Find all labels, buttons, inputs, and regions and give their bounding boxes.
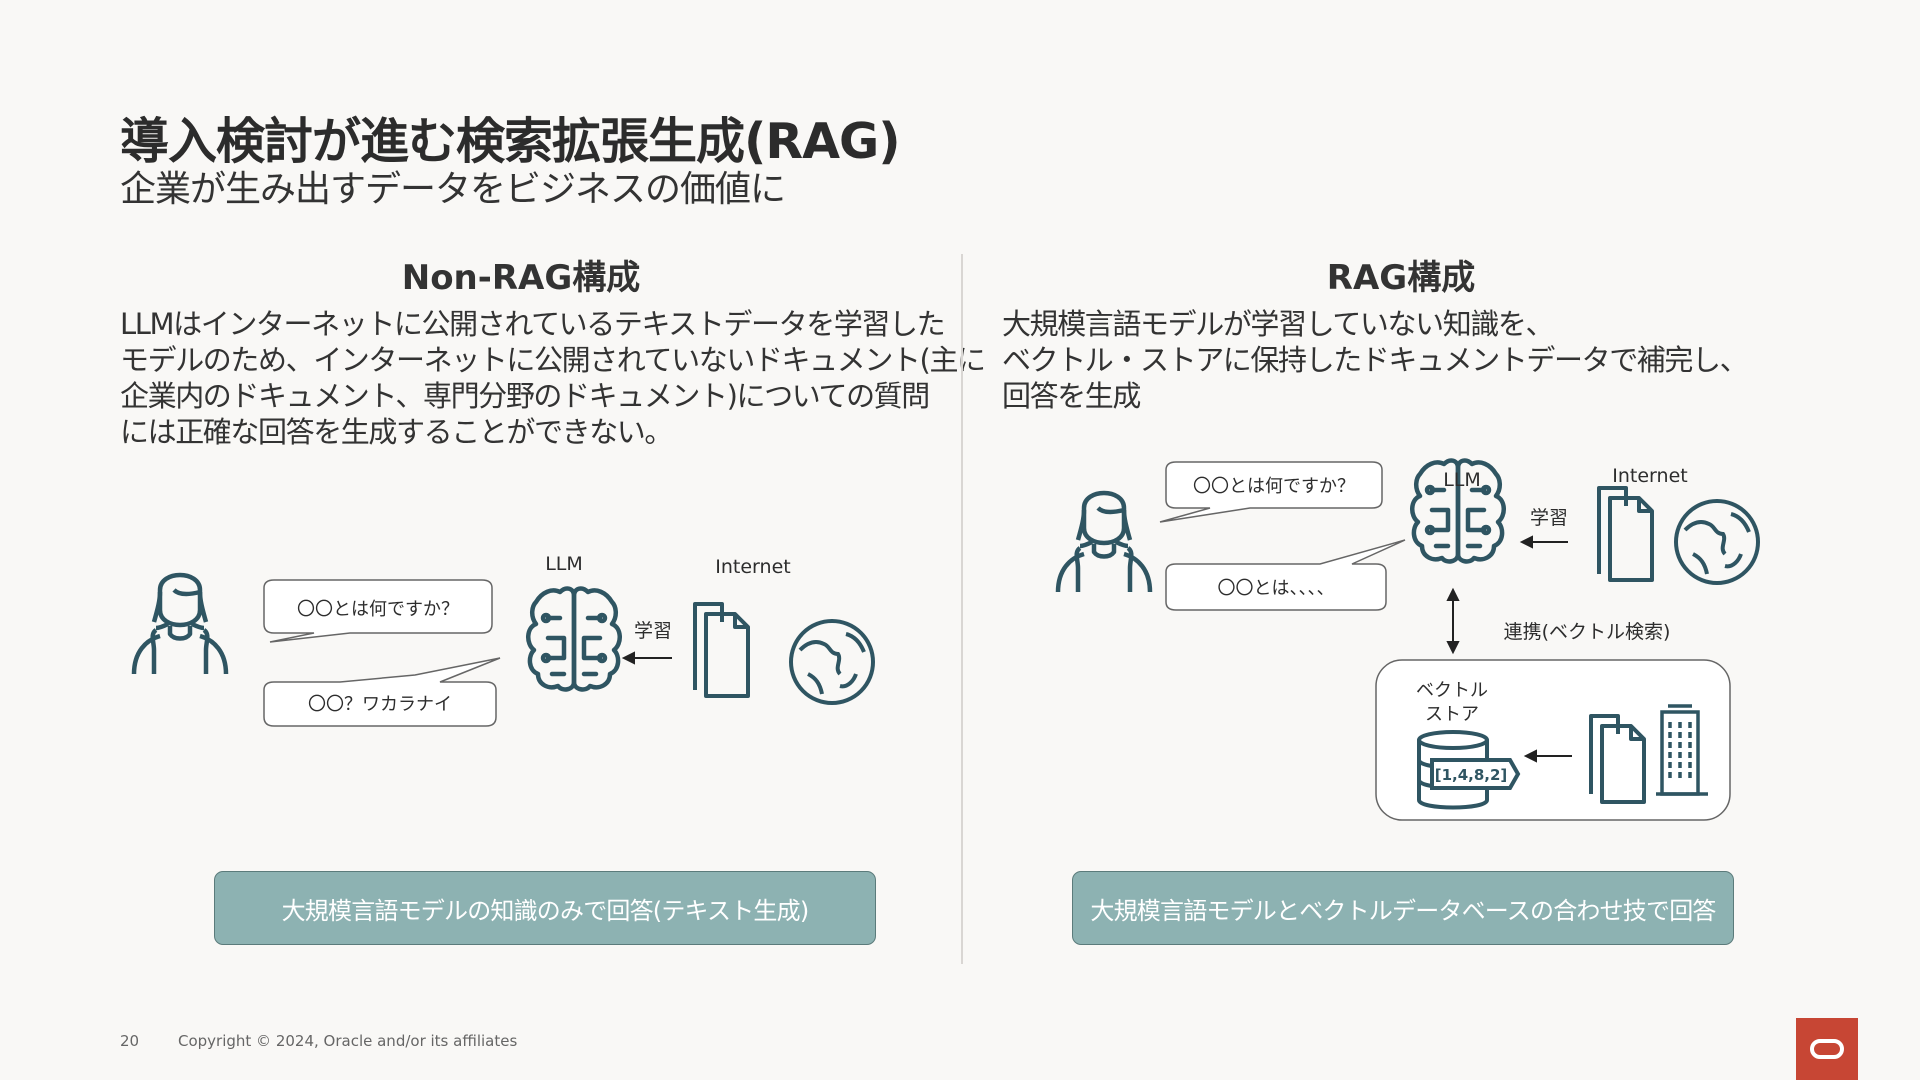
brain-icon: [526, 586, 622, 692]
description-line: 回答を生成: [1002, 379, 1141, 413]
description-line: ベクトル・ストアに保持したドキュメントデータで補完し、: [1002, 343, 1749, 377]
answer-bubble: 〇〇？ワカラナイ: [263, 657, 501, 727]
learning-label: 学習: [1530, 507, 1568, 529]
description-line: LLMはインターネットに公開されているテキストデータを学習した: [120, 307, 946, 341]
vector-store-label: ベクトル: [1416, 680, 1488, 701]
documents-icon: [693, 602, 750, 698]
learning-label: 学習: [634, 620, 672, 642]
rag-description: 大規模言語モデルが学習していない知識を、 ベクトル・ストアに保持したドキュメント…: [1002, 306, 1792, 414]
vector-tag: [1,4,8,2]: [1430, 758, 1521, 790]
description-line: 企業内のドキュメント、専門分野のドキュメント)についての質問: [120, 379, 930, 413]
answer-bubble: 〇〇とは、、、、: [1165, 539, 1406, 611]
user-icon: [131, 572, 229, 675]
building-icon: [1656, 704, 1708, 796]
non-rag-diagram: 〇〇とは何ですか？ 〇〇？ワカラナイ LLM 学習 Internet: [131, 553, 875, 727]
ingest-arrow-icon: [1523, 749, 1572, 763]
rag-diagram: 〇〇とは何ですか？ 〇〇とは、、、、 LLM 学習 Internet 連携(ベク…: [1055, 458, 1760, 821]
learning-arrow-icon: [621, 651, 672, 665]
rag-heading: RAG構成: [1326, 258, 1476, 298]
question-text: 〇〇とは何ですか？: [297, 599, 459, 620]
oracle-logo: [1796, 1018, 1858, 1080]
question-bubble: 〇〇とは何ですか？: [263, 579, 493, 643]
answer-text: 〇〇とは、、、、: [1218, 578, 1335, 599]
question-bubble: 〇〇とは何ですか？: [1159, 461, 1383, 523]
question-text: 〇〇とは何ですか？: [1193, 476, 1355, 497]
llm-label: LLM: [545, 553, 583, 575]
page-title: 導入検討が進む検索拡張生成(RAG): [120, 113, 901, 170]
globe-icon: [789, 619, 875, 705]
internet-label: Internet: [715, 556, 790, 578]
description-line: には正確な回答を生成することができない。: [120, 415, 673, 449]
bidirectional-arrow-icon: [1446, 587, 1460, 655]
non-rag-heading: Non-RAG構成: [401, 258, 641, 298]
learning-arrow-icon: [1519, 535, 1568, 549]
link-label: 連携(ベクトル検索): [1504, 621, 1671, 643]
internet-label: Internet: [1612, 465, 1687, 487]
description-line: モデルのため、インターネットに公開されていないドキュメント(主に: [120, 343, 986, 377]
user-icon: [1055, 490, 1153, 593]
non-rag-result: 大規模言語モデルの知識のみで回答(テキスト生成): [214, 871, 876, 945]
page-subtitle: 企業が生み出すデータをビジネスの価値に: [120, 169, 786, 210]
non-rag-description: LLMはインターネットに公開されているテキストデータを学習した モデルのため、イ…: [120, 306, 986, 450]
oracle-logo-icon: [1810, 1039, 1844, 1059]
answer-text: 〇〇？ワカラナイ: [308, 694, 452, 715]
brain-icon: [1410, 458, 1506, 564]
globe-icon: [1674, 499, 1760, 585]
documents-icon: [1597, 486, 1654, 582]
vector-value: [1,4,8,2]: [1435, 766, 1508, 784]
description-line: 大規模言語モデルが学習していない知識を、: [1002, 307, 1555, 341]
rag-result: 大規模言語モデルとベクトルデータベースの合わせ技で回答: [1072, 871, 1734, 945]
documents-icon: [1589, 714, 1646, 804]
page-number: 20: [120, 1032, 140, 1050]
llm-label: LLM: [1443, 469, 1481, 491]
copyright-text: Copyright © 2024, Oracle and/or its affi…: [178, 1032, 518, 1050]
vector-store-label: ストア: [1425, 704, 1479, 725]
column-divider: [961, 254, 963, 964]
